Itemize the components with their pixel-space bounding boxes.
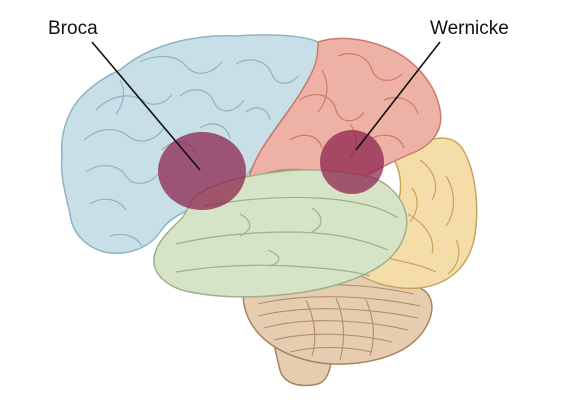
broca-label: Broca <box>48 18 98 39</box>
wernicke-label: Wernicke <box>430 18 509 39</box>
frontal-lobe-gyri <box>83 55 299 247</box>
wernicke-area-highlight <box>320 130 384 194</box>
broca-leader-line <box>91 41 201 171</box>
broca-area-highlight <box>158 132 246 210</box>
occipital-lobe-gyri <box>387 159 460 275</box>
temporal-lobe-gyri <box>175 196 399 277</box>
wernicke-leader-line <box>355 41 441 151</box>
